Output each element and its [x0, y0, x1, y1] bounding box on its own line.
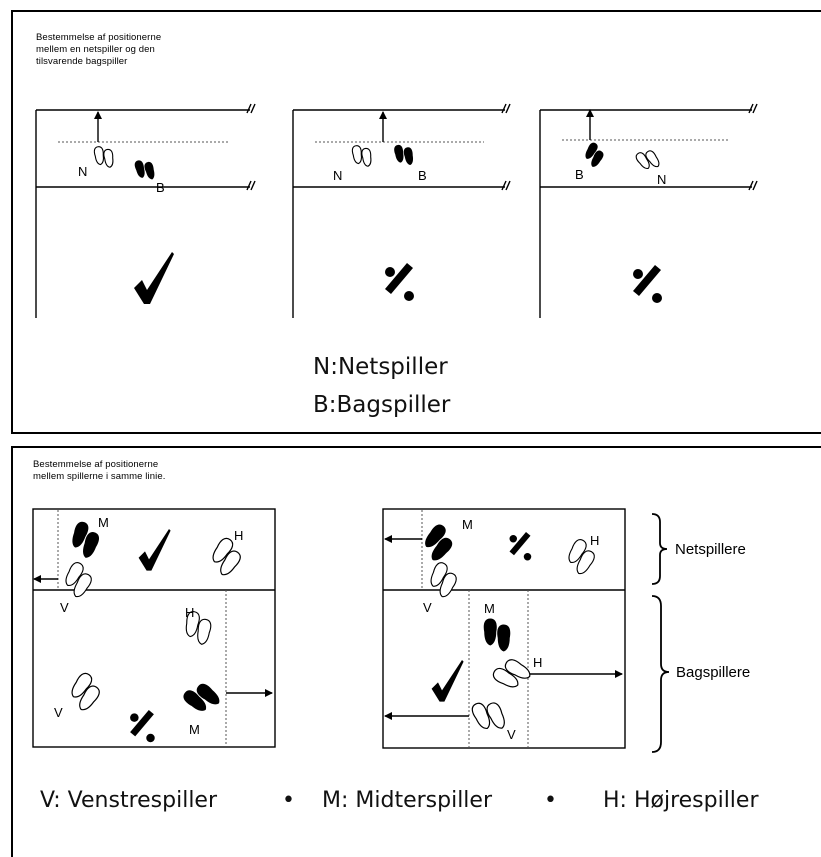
- v-label-net-right: V: [423, 600, 432, 615]
- court-left: [32, 508, 276, 748]
- midterspiller-feet-back-right: [484, 619, 511, 652]
- bottom-caption: Bestemmelse af positionerne mellem spill…: [33, 459, 166, 482]
- court-diagram-1: [35, 103, 256, 318]
- court-diagram-3: [539, 103, 758, 318]
- netspiller-feet-2: [352, 144, 373, 168]
- netspiller-feet-1: [94, 145, 115, 169]
- top-panel: [11, 10, 821, 434]
- n-label-2: N: [333, 168, 342, 183]
- brace-bagspillere: [651, 595, 670, 753]
- legend-bullet-1: •: [282, 788, 295, 813]
- v-label-back-left: V: [54, 705, 63, 720]
- midterspiller-feet-back-left: [181, 677, 223, 719]
- h-label-back-right: H: [533, 655, 542, 670]
- midterspiller-feet-net-right: [417, 522, 459, 564]
- netspiller-feet-3: [634, 146, 661, 174]
- bottom-panel: [11, 446, 821, 857]
- m-label-net-right: M: [462, 517, 473, 532]
- percent-sign-icon: [385, 263, 414, 301]
- percent-sign-icon: [509, 532, 532, 561]
- h-label-back-left: H: [185, 605, 194, 620]
- check-mark-icon: [138, 529, 171, 571]
- m-label-back-right: M: [484, 601, 495, 616]
- legend-hojrespiller: H: Højrespiller: [603, 788, 759, 813]
- b-label-2: B: [418, 168, 427, 183]
- hojrespiller-feet-back-right: [491, 654, 533, 694]
- m-label-back-left: M: [189, 722, 200, 737]
- bagspiller-feet-1: [134, 157, 157, 183]
- netspillere-label: Netspillere: [675, 541, 746, 558]
- percent-sign-icon: [633, 265, 662, 303]
- n-label-1: N: [78, 164, 87, 179]
- check-mark-icon: [134, 252, 174, 304]
- check-mark-icon: [431, 660, 464, 702]
- venstrespiller-feet-net-right: [425, 561, 461, 599]
- bagspiller-feet-3: [581, 141, 607, 169]
- h-label-net-right: H: [590, 533, 599, 548]
- court-diagram-2: [292, 103, 511, 318]
- v-label-net-left: V: [60, 600, 69, 615]
- b-label-3: B: [575, 167, 584, 182]
- venstrespiller-feet-back-left: [65, 671, 106, 713]
- venstrespiller-feet-net-left: [60, 560, 97, 599]
- legend-midterspiller: M: Midterspiller: [322, 788, 492, 813]
- top-caption: Bestemmelse af positionerne mellem en ne…: [36, 32, 162, 67]
- legend-bagspiller: B:Bagspiller: [313, 392, 451, 418]
- percent-sign-icon: [130, 710, 155, 743]
- legend-netspiller: N:Netspiller: [313, 354, 448, 380]
- brace-netspillere: [651, 513, 668, 585]
- h-label-net-left: H: [234, 528, 243, 543]
- venstrespiller-feet-back-right: [470, 695, 508, 736]
- b-label-1: B: [156, 180, 165, 195]
- legend-venstrespiller: V: Venstrespiller: [40, 788, 218, 813]
- m-label-net-left: M: [98, 515, 109, 530]
- n-label-3: N: [657, 172, 666, 187]
- bagspillere-label: Bagspillere: [676, 664, 750, 681]
- court-right: [382, 508, 626, 749]
- bagspiller-feet-2: [393, 143, 414, 168]
- v-label-back-right: V: [507, 727, 516, 742]
- legend-bullet-2: •: [544, 788, 557, 813]
